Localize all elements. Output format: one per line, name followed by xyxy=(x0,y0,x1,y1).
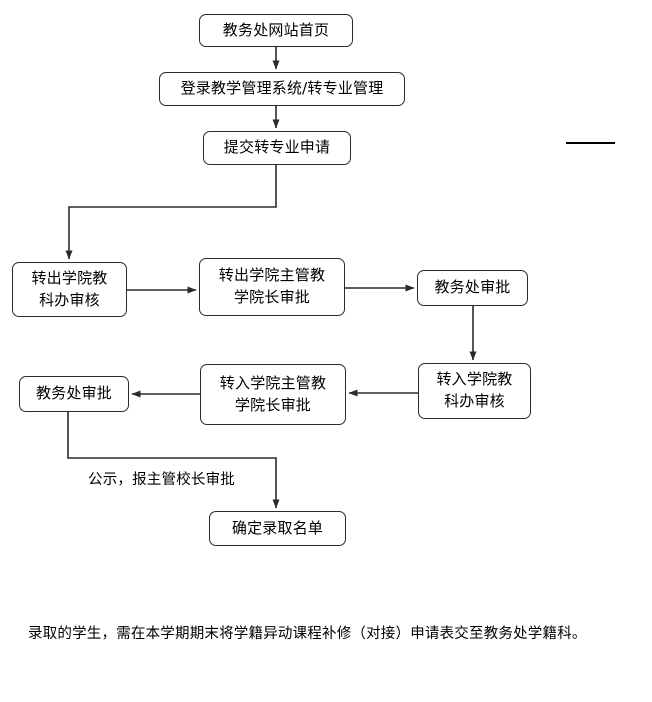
edge-n3-n4 xyxy=(65,165,277,260)
stray-horizontal-rule xyxy=(566,142,615,144)
node-transfer-out-college-office-review[interactable]: 转出学院教 科办审核 xyxy=(12,262,127,317)
node-jiaowuchu-approval-second[interactable]: 教务处审批 xyxy=(19,376,129,412)
node-confirm-admitted-list[interactable]: 确定录取名单 xyxy=(209,511,346,546)
edge-n9-n10 xyxy=(67,412,280,509)
node-transfer-out-college-dean-approval[interactable]: 转出学院主管教 学院长审批 xyxy=(199,258,345,316)
node-transfer-in-college-office-review[interactable]: 转入学院教 科办审核 xyxy=(418,363,531,419)
node-transfer-in-college-dean-approval[interactable]: 转入学院主管教 学院长审批 xyxy=(200,364,346,425)
node-login-teaching-system[interactable]: 登录教学管理系统/转专业管理 xyxy=(159,72,405,106)
node-jiaowuchu-approval-first[interactable]: 教务处审批 xyxy=(417,270,528,306)
footnote-text: 录取的学生，需在本学期期末将学籍异动课程补修（对接）申请表交至教务处学籍科。 xyxy=(28,626,587,642)
node-submit-major-transfer-application[interactable]: 提交转专业申请 xyxy=(203,131,351,165)
edge-label-public-notice-principal-approval: 公示，报主管校长审批 xyxy=(88,472,235,488)
node-jiaowuchu-homepage[interactable]: 教务处网站首页 xyxy=(199,14,353,47)
